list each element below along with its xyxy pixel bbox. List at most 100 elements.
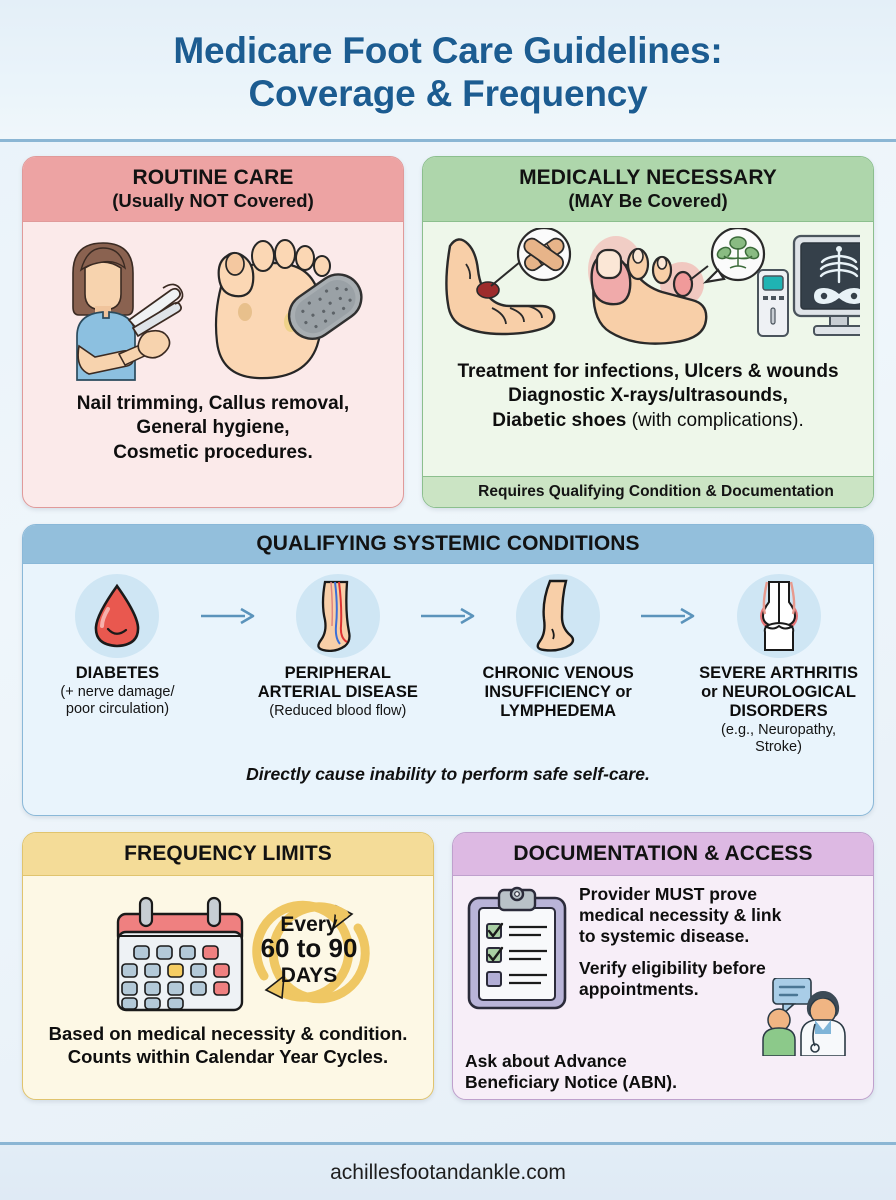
frequency-cycle-line2: 60 to 90 — [261, 933, 358, 963]
arrow-right-icon — [641, 607, 695, 624]
xray-monitor-icon — [757, 234, 860, 337]
condition-item-peripheral-arterial-disease: PERIPHERAL ARTERIAL DISEASE (Reduced blo… — [257, 573, 418, 720]
condition-name-line1: PERIPHERAL — [284, 663, 391, 682]
page-title-line1: Medicare Foot Care Guidelines: — [173, 30, 723, 72]
condition-icon-wrap — [736, 573, 821, 658]
condition-item-diabetes: DIABETES (+ nerve damage/ poor circulati… — [37, 573, 198, 718]
condition-name-cvi: CHRONIC VENOUS INSUFFICIENCY or LYMPHEDE… — [478, 664, 639, 721]
panel-frequency-limits-text: Based on medical necessity & condition. … — [49, 1022, 408, 1069]
frequency-cycle-line1: Every — [280, 913, 338, 936]
condition-name-diabetes: DIABETES — [37, 664, 198, 683]
documentation-paragraph-1: Provider MUST prove medical necessity & … — [579, 884, 861, 947]
condition-sub-pad: (Reduced blood flow) — [257, 703, 418, 720]
condition-name-line2: or NEUROLOGICAL — [701, 682, 856, 701]
panel-medically-necessary-body: Treatment for infections, Ulcers & wound… — [423, 222, 873, 443]
docs-p1-line2: medical necessity & link — [579, 904, 782, 925]
woman-clipping-nails-icon — [72, 242, 184, 381]
refresh-cycle-icon — [252, 900, 370, 1003]
panel-routine-care-body: Nail trimming, Callus removal, General h… — [23, 222, 403, 475]
frequency-illustration: Every 60 to 90 DAYS — [116, 896, 370, 1011]
medical-text-line3-regular: (with complications). — [626, 409, 804, 431]
conditions-flow: DIABETES (+ nerve damage/ poor circulati… — [23, 564, 873, 757]
condition-sub-arthritis: (e.g., Neuropathy, Stroke) — [698, 722, 859, 756]
docs-p2-line1: Verify eligibility before — [579, 957, 766, 978]
panel-qualifying-conditions: QUALIFYING SYSTEMIC CONDITIONS DIABETES … — [22, 524, 874, 816]
condition-sub-line2: poor circulation) — [65, 700, 170, 717]
swollen-leg-icon — [536, 579, 575, 652]
panel-documentation-access-header: DOCUMENTATION & ACCESS — [453, 833, 873, 876]
condition-name-pad: PERIPHERAL ARTERIAL DISEASE — [257, 664, 418, 702]
panel-medically-necessary-title: MEDICALLY NECESSARY — [519, 166, 777, 189]
docs-p1-line1: Provider MUST prove — [579, 883, 757, 904]
banner-arrow-shaft — [423, 507, 459, 508]
foot-ulcer-bandage-icon — [445, 227, 572, 336]
panel-medically-necessary-header: MEDICALLY NECESSARY (MAY Be Covered) — [423, 157, 873, 222]
docs-p2-line2: appointments. — [579, 978, 699, 999]
panel-frequency-limits-title: FREQUENCY LIMITS — [124, 842, 332, 865]
docs-p3-line2: Beneficiary Notice (ABN). — [465, 1072, 677, 1092]
routine-text-line2: General hygiene, — [136, 417, 290, 439]
condition-sub-line1: (Reduced blood flow) — [269, 702, 407, 719]
condition-name-line1: SEVERE ARTHRITIS — [699, 663, 858, 682]
condition-sub-line1: (e.g., Neuropathy, Stroke) — [721, 722, 837, 756]
blood-drop-icon — [95, 583, 140, 648]
condition-item-severe-arthritis: SEVERE ARTHRITIS or NEUROLOGICAL DISORDE… — [698, 573, 859, 757]
panel-routine-care-header: ROUTINE CARE (Usually NOT Covered) — [23, 157, 403, 222]
infographic-board: ROUTINE CARE (Usually NOT Covered) — [0, 142, 896, 1100]
panel-medically-necessary: MEDICALLY NECESSARY (MAY Be Covered) — [422, 156, 874, 508]
condition-icon-wrap — [516, 573, 601, 658]
documentation-paragraph-2: Verify eligibility before appointments. — [579, 958, 861, 1000]
panel-documentation-access: DOCUMENTATION & ACCESS — [452, 832, 874, 1100]
footer-website: achillesfootandankle.com — [330, 1160, 566, 1184]
documentation-text-block: Provider MUST prove medical necessity & … — [579, 884, 861, 1012]
flow-arrow-3 — [639, 574, 698, 658]
arrow-right-icon — [200, 607, 254, 624]
clipboard-checklist-icon — [467, 886, 567, 1010]
condition-icon-wrap — [75, 573, 160, 658]
flow-arrow-1 — [198, 574, 257, 658]
foot-with-pumice-stone-icon — [214, 238, 363, 380]
requires-qualifying-banner: Requires Qualifying Condition & Document… — [422, 475, 873, 508]
panel-medically-necessary-text: Treatment for infections, Ulcers & wound… — [457, 360, 838, 433]
medical-text-line3-bold: Diabetic shoes — [492, 409, 627, 431]
frequency-cycle-line3: DAYS — [281, 964, 337, 987]
docs-p3-line1: Ask about Advance — [465, 1051, 627, 1071]
panel-qualifying-conditions-title: QUALIFYING SYSTEMIC CONDITIONS — [256, 532, 640, 555]
panel-routine-care-text: Nail trimming, Callus removal, General h… — [77, 392, 349, 465]
panel-routine-care-subtitle: (Usually NOT Covered) — [112, 189, 314, 211]
page-header: Medicare Foot Care Guidelines: Coverage … — [0, 0, 896, 142]
page-title: Medicare Foot Care Guidelines: Coverage … — [173, 30, 722, 114]
condition-sub-line1: (+ nerve damage/ — [60, 683, 175, 700]
panel-routine-care-title: ROUTINE CARE — [132, 166, 294, 189]
panel-qualifying-conditions-header: QUALIFYING SYSTEMIC CONDITIONS — [23, 525, 873, 564]
medical-text-line2: Diagnostic X-rays/ultrasounds, — [508, 385, 788, 407]
condition-name-line3: LYMPHEDEMA — [500, 701, 617, 720]
calendar-icon — [116, 896, 244, 1011]
frequency-text-line2: Counts within Calendar Year Cycles. — [67, 1046, 389, 1068]
documentation-paragraph-3: Ask about Advance Beneficiary Notice (AB… — [465, 1051, 677, 1093]
condition-sub-diabetes: (+ nerve damage/ poor circulation) — [37, 684, 198, 718]
page-footer: achillesfootandankle.com — [0, 1142, 896, 1200]
panel-medically-necessary-subtitle: (MAY Be Covered) — [568, 189, 728, 211]
flow-arrow-2 — [418, 574, 477, 658]
panel-frequency-limits-header: FREQUENCY LIMITS — [23, 833, 433, 876]
infected-toes-fungus-icon — [588, 227, 766, 345]
condition-name-line1: DIABETES — [75, 663, 160, 682]
condition-name-line1: CHRONIC VENOUS — [482, 663, 634, 682]
row-coverage: ROUTINE CARE (Usually NOT Covered) — [22, 156, 874, 508]
panel-frequency-limits: FREQUENCY LIMITS — [22, 832, 434, 1100]
medically-necessary-illustration — [445, 227, 860, 345]
doctor-patient-icon — [762, 977, 846, 1056]
condition-name-line3: DISORDERS — [729, 701, 828, 720]
condition-name-line2: INSUFFICIENCY or — [484, 682, 632, 701]
panel-documentation-access-title: DOCUMENTATION & ACCESS — [513, 842, 813, 865]
leg-arteries-icon — [317, 580, 351, 652]
routine-care-illustration — [72, 238, 363, 381]
routine-text-line3: Cosmetic procedures. — [113, 441, 313, 463]
condition-name-arthritis: SEVERE ARTHRITIS or NEUROLOGICAL DISORDE… — [698, 664, 859, 721]
condition-name-line2: ARTERIAL DISEASE — [257, 682, 418, 701]
banner-arrow-head-icon — [422, 479, 423, 508]
conditions-footnote: Directly cause inability to perform safe… — [246, 764, 650, 785]
page-title-line2: Coverage & Frequency — [248, 72, 648, 114]
docs-p1-line3: to systemic disease. — [579, 925, 750, 946]
